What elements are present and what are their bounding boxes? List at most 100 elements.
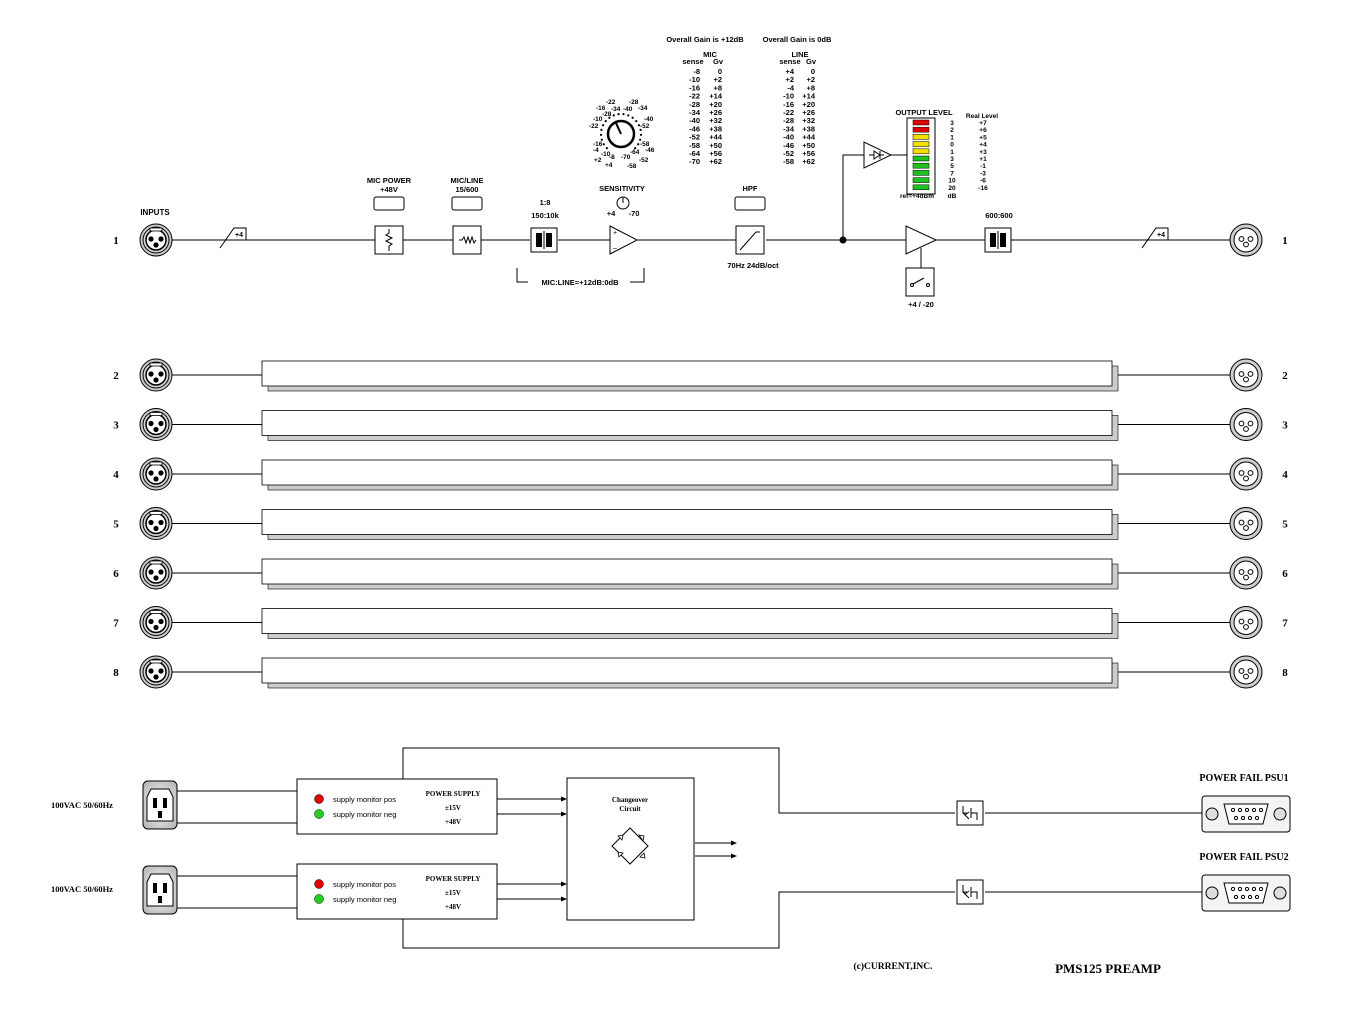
dial-tick bbox=[637, 124, 641, 127]
channel-strip[interactable] bbox=[261, 459, 1113, 486]
db9-connector-1-icon[interactable] bbox=[1201, 795, 1291, 833]
dial-tick bbox=[637, 143, 640, 146]
xlr-male-output-icon[interactable] bbox=[1229, 556, 1263, 590]
output-level-switch[interactable] bbox=[905, 267, 935, 297]
table-cell-gv: 0 bbox=[718, 67, 722, 76]
xlr-female-input-icon[interactable] bbox=[139, 605, 173, 640]
hpf-button[interactable] bbox=[734, 196, 766, 211]
channel-strip[interactable] bbox=[261, 608, 1113, 634]
sensitivity-min: +4 bbox=[607, 209, 616, 218]
table-cell-gv: +44 bbox=[709, 133, 723, 142]
table-cell-gv: +8 bbox=[806, 83, 815, 92]
channel-number-in: 7 bbox=[113, 618, 119, 630]
led-segment bbox=[912, 155, 930, 162]
channel-strip[interactable] bbox=[261, 360, 1113, 387]
channel-number-out: 7 bbox=[1282, 618, 1288, 630]
transformer-in-icon bbox=[530, 227, 558, 253]
transformer-in-sub: 150:10k bbox=[531, 211, 559, 220]
surge-protector-icon: +4 bbox=[1141, 227, 1169, 249]
channel-strip[interactable] bbox=[261, 558, 1113, 585]
sensitivity-dial[interactable]: -22-28 -16-34-40-34 -10-28-40 -22-52 -16… bbox=[589, 99, 655, 170]
channel-strip[interactable] bbox=[261, 410, 1113, 436]
mic-power-button[interactable] bbox=[373, 196, 405, 211]
dial-tick bbox=[605, 147, 608, 150]
dial-tick bbox=[635, 119, 638, 123]
xlr-female-input-icon[interactable] bbox=[139, 655, 173, 689]
xlr-male-output-icon[interactable] bbox=[1229, 606, 1263, 639]
mic-line-button[interactable] bbox=[451, 196, 483, 211]
ac-label-2: 100VAC 50/60Hz bbox=[51, 884, 113, 894]
meter-scale-value: 1 bbox=[950, 149, 954, 156]
svg-text:-52: -52 bbox=[640, 123, 650, 130]
meter-scale-value: 7 bbox=[950, 170, 954, 177]
xlr-female-input-icon[interactable] bbox=[139, 556, 173, 590]
line-table-label: LINE bbox=[791, 50, 808, 59]
led-segment bbox=[912, 141, 930, 147]
channel-strip[interactable] bbox=[261, 509, 1113, 535]
xlr-male-output-icon[interactable] bbox=[1229, 655, 1263, 689]
svg-text:-10: -10 bbox=[593, 116, 603, 123]
xlr-female-input-icon[interactable] bbox=[139, 223, 173, 257]
table-cell-sense: -58 bbox=[689, 141, 700, 150]
channel-strip[interactable] bbox=[261, 657, 1113, 684]
power-supply-1 bbox=[296, 778, 498, 835]
dial-tick bbox=[627, 114, 630, 117]
dial-tick bbox=[634, 147, 637, 150]
iec-inlet-2-icon[interactable] bbox=[142, 865, 178, 915]
led-segment bbox=[912, 170, 930, 176]
mic-line-label: MIC/LINE bbox=[451, 176, 484, 185]
xlr-male-output-icon[interactable] bbox=[1229, 457, 1263, 491]
svg-text:-34: -34 bbox=[638, 105, 648, 112]
mic-col-sense: sense bbox=[682, 57, 703, 66]
psu-v2-1: +48V bbox=[445, 818, 461, 826]
table-cell-sense: -46 bbox=[689, 124, 700, 133]
line-col-sense: sense bbox=[779, 57, 800, 66]
meter-ref: ref=+4dBm bbox=[900, 193, 934, 200]
output-amp-icon bbox=[905, 225, 938, 255]
led-segment bbox=[912, 184, 930, 191]
dial-tick bbox=[639, 133, 643, 136]
mon-pos-2: supply monitor pos bbox=[333, 880, 396, 889]
xlr-male-output-icon[interactable] bbox=[1229, 223, 1263, 257]
mic-col-gv: Gv bbox=[713, 57, 724, 66]
channel-number-in: 4 bbox=[113, 469, 119, 481]
xlr-male-output-icon[interactable] bbox=[1229, 507, 1263, 540]
meter-scale-value: 0 bbox=[950, 142, 954, 149]
mon-neg-2: supply monitor neg bbox=[333, 895, 396, 904]
inputs-label: INPUTS bbox=[140, 208, 170, 217]
svg-text:-64: -64 bbox=[630, 149, 640, 156]
arrow-icons bbox=[497, 796, 737, 902]
table-cell-sense: +4 bbox=[785, 67, 794, 76]
copyright: (c)CURRENT,INC. bbox=[854, 961, 933, 972]
table-cell-sense: -16 bbox=[783, 100, 794, 109]
svg-text:-58: -58 bbox=[640, 141, 650, 148]
xlr-male-output-icon[interactable] bbox=[1229, 358, 1263, 392]
line-col-gv: Gv bbox=[806, 57, 817, 66]
ac-label-1: 100VAC 50/60Hz bbox=[51, 800, 113, 810]
psu-v1-1: ±15V bbox=[445, 804, 461, 812]
table-cell-sense: -52 bbox=[783, 149, 794, 158]
svg-text:–: – bbox=[613, 245, 617, 252]
meter-scale-value: 3 bbox=[950, 156, 954, 163]
dial-scale-labels: -22-28 -16-34-40-34 -10-28-40 -22-52 -16… bbox=[589, 99, 655, 170]
pad-icon bbox=[452, 225, 482, 255]
xlr-male-output-icon[interactable] bbox=[1229, 408, 1263, 441]
fail-relay-1-icon bbox=[956, 800, 984, 826]
table-cell-sense: -64 bbox=[689, 149, 701, 158]
dial-tick bbox=[599, 133, 603, 136]
iec-inlet-1-icon[interactable] bbox=[142, 780, 178, 830]
svg-text:+4: +4 bbox=[1157, 232, 1165, 239]
xlr-female-input-icon[interactable] bbox=[139, 358, 173, 392]
mon-pos-1: supply monitor pos bbox=[333, 795, 396, 804]
xlr-female-input-icon[interactable] bbox=[139, 407, 173, 442]
resistor-icon bbox=[374, 225, 404, 255]
xlr-female-input-icon[interactable] bbox=[139, 457, 173, 491]
meter-scale-value: 20 bbox=[948, 185, 956, 192]
db9-connector-2-icon[interactable] bbox=[1201, 874, 1291, 912]
xlr-female-input-icon[interactable] bbox=[139, 506, 173, 541]
mic-line-bracket bbox=[516, 268, 645, 283]
table-cell-sense: -4 bbox=[787, 83, 794, 92]
